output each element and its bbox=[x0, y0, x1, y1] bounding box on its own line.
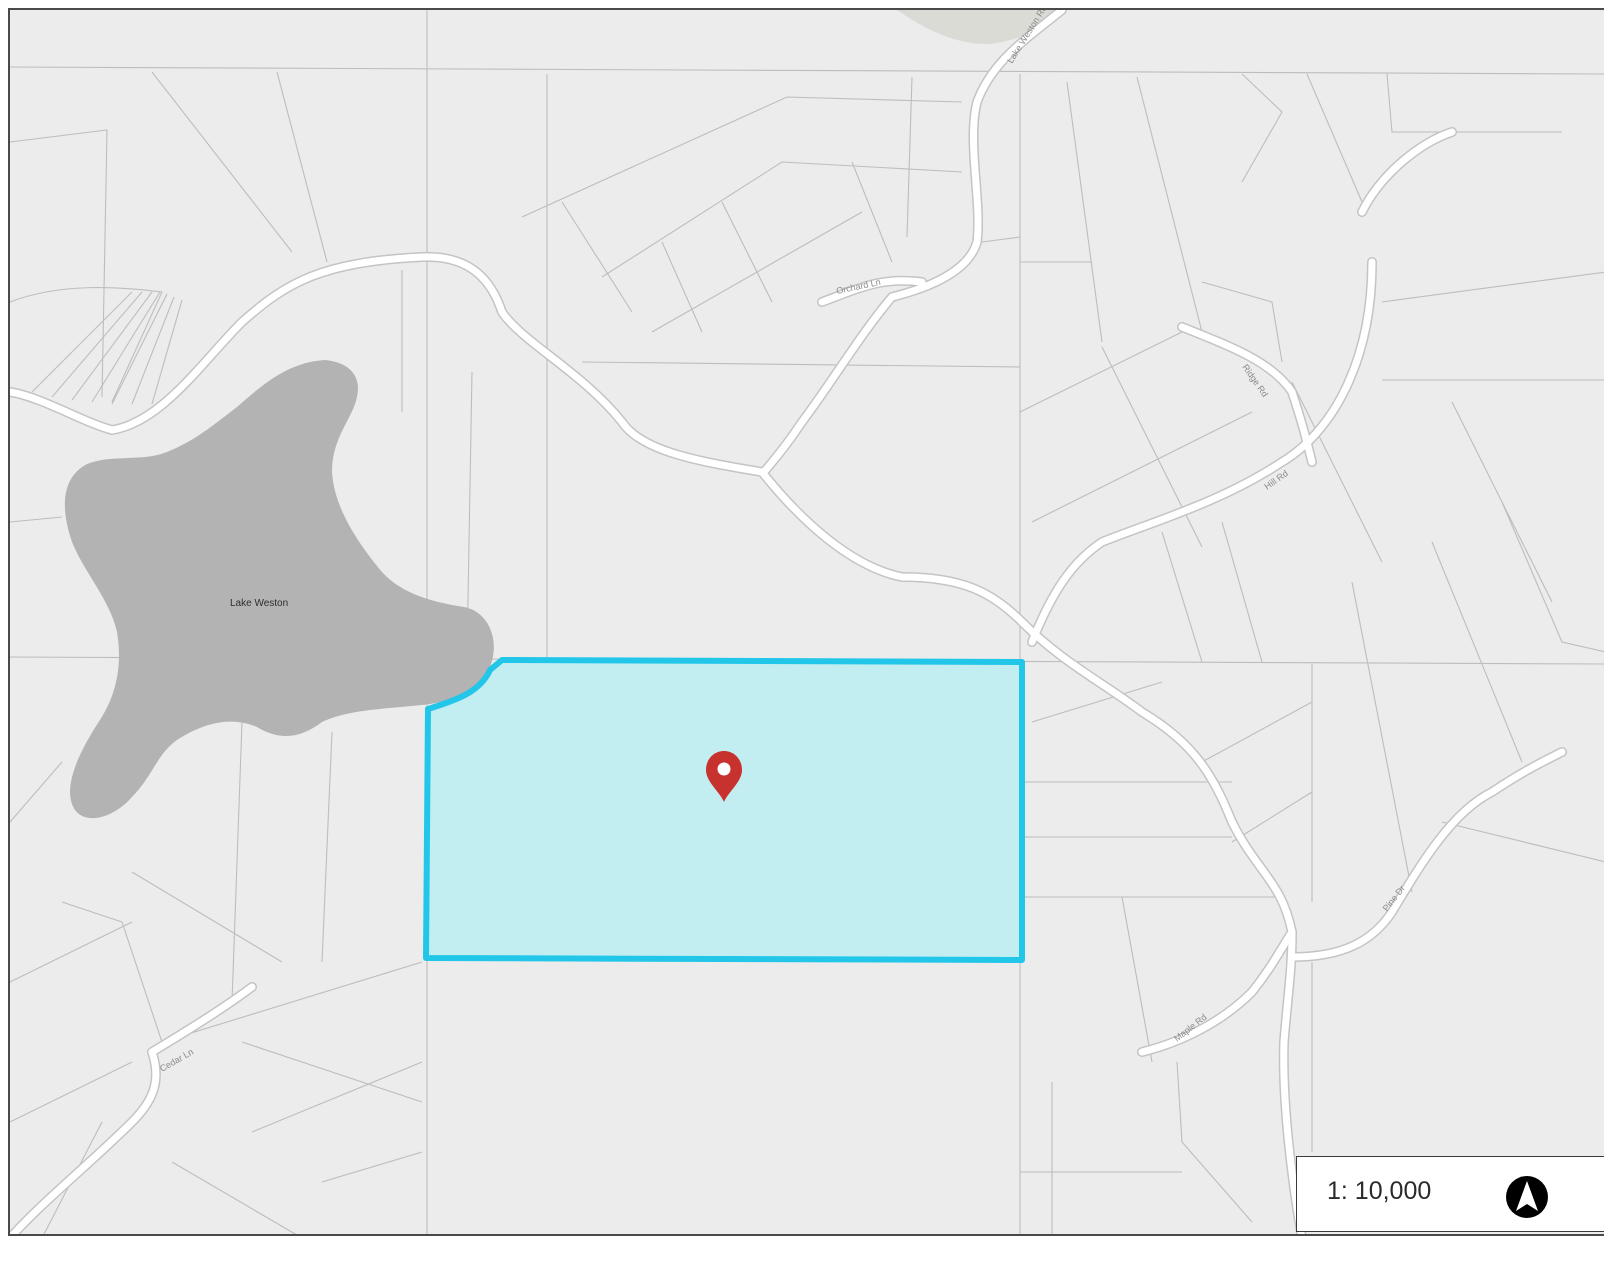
north-arrow-icon bbox=[1506, 1176, 1548, 1218]
lake bbox=[64, 360, 494, 819]
map-canvas[interactable]: Lake Weston Lake Weston R bbox=[10, 10, 1604, 1236]
highlighted-parcel[interactable] bbox=[423, 657, 1025, 963]
south-branch-road bbox=[1138, 928, 1296, 1056]
north-road bbox=[760, 10, 1066, 476]
top-water-patch bbox=[897, 10, 1067, 44]
location-pin-icon[interactable] bbox=[706, 751, 742, 802]
southeast-road bbox=[1288, 748, 1566, 961]
roads bbox=[10, 10, 1566, 1234]
northeast-spur-road bbox=[1358, 128, 1456, 216]
branch-road bbox=[1178, 323, 1316, 466]
cul-de-sac-road bbox=[818, 277, 926, 306]
southwest-road bbox=[10, 983, 256, 1234]
scale-label: 1: 10,000 bbox=[1327, 1177, 1432, 1205]
scale-bar: 1: 10,000 bbox=[1296, 1156, 1604, 1232]
map-view[interactable]: Lake Weston Lake Weston R bbox=[8, 8, 1604, 1236]
parcel-boundaries bbox=[10, 10, 1604, 1234]
main-road bbox=[10, 253, 1305, 1234]
lake-label: Lake Weston bbox=[230, 598, 288, 609]
east-road bbox=[1028, 258, 1376, 646]
